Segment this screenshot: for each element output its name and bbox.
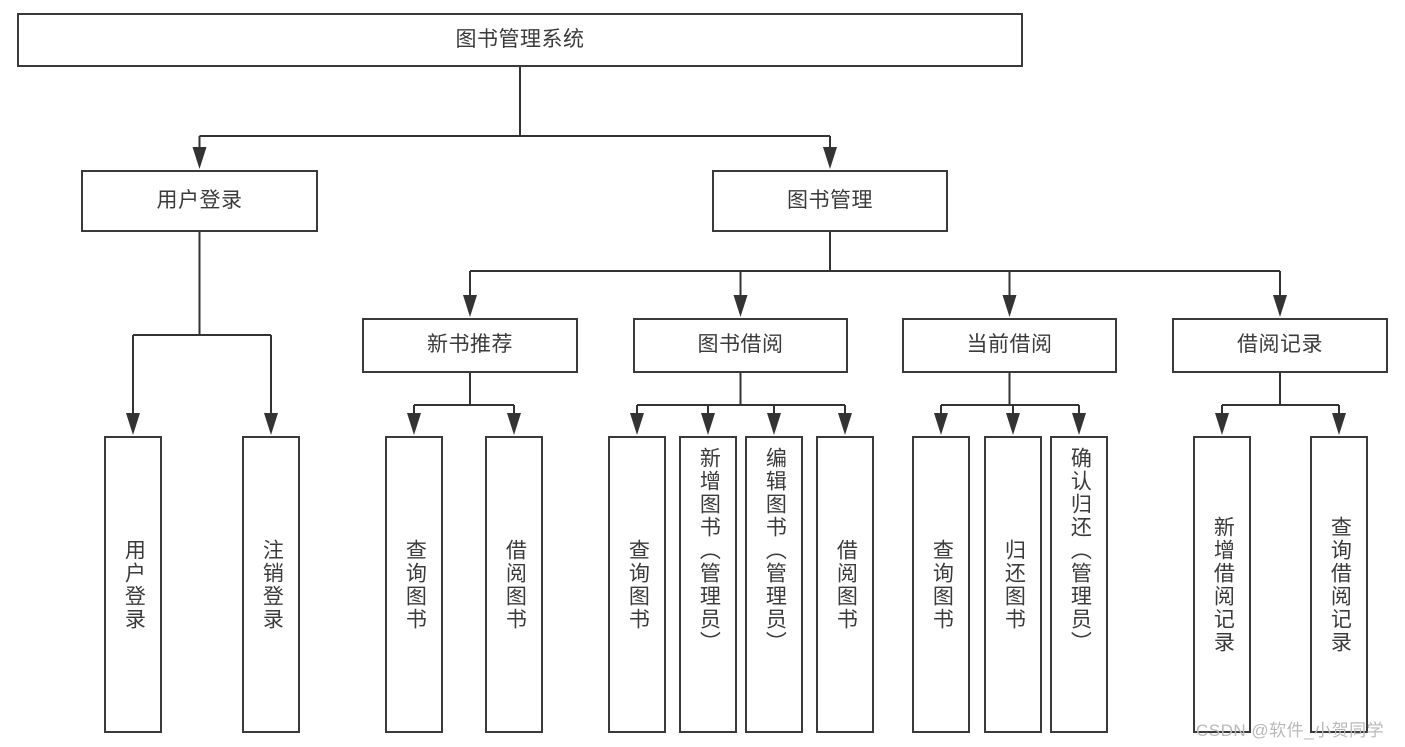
node-label: 借阅记录 bbox=[1237, 333, 1323, 357]
node-label: 注销登录 bbox=[260, 538, 284, 631]
node-book-borrow[interactable]: 图书借阅 bbox=[633, 318, 848, 373]
node-borrow-record[interactable]: 借阅记录 bbox=[1172, 318, 1388, 373]
arrowhead-icon bbox=[701, 413, 715, 435]
node-label: 图书管理 bbox=[787, 188, 873, 212]
node-label: 用户登录 bbox=[122, 538, 146, 631]
node-label: 查询图书 bbox=[403, 538, 427, 631]
node-label: 归还图书 bbox=[1002, 538, 1026, 631]
node-label: 当前借阅 bbox=[966, 333, 1053, 357]
node-label: 图书管理系统 bbox=[455, 27, 585, 51]
node-new-book-rec[interactable]: 新书推荐 bbox=[362, 318, 578, 373]
node-root[interactable]: 图书管理系统 bbox=[17, 13, 1023, 67]
node-leaf-query-book-2[interactable]: 查询图书 bbox=[608, 436, 666, 733]
node-label: 新增图书（管理员） bbox=[697, 447, 721, 654]
node-leaf-add-book[interactable]: 新增图书（管理员） bbox=[679, 436, 737, 733]
node-label: 查询借阅记录 bbox=[1328, 515, 1352, 654]
arrowhead-icon bbox=[767, 413, 781, 435]
node-label: 用户登录 bbox=[156, 188, 243, 212]
node-leaf-query-book-3[interactable]: 查询图书 bbox=[912, 436, 970, 733]
arrowhead-icon bbox=[463, 295, 477, 317]
node-leaf-confirm-return[interactable]: 确认归还（管理员） bbox=[1050, 436, 1108, 733]
node-leaf-add-record[interactable]: 新增借阅记录 bbox=[1193, 436, 1251, 733]
node-book-manage[interactable]: 图书管理 bbox=[712, 170, 948, 232]
csdn-watermark: CSDN @软件_小贺同学 bbox=[1196, 721, 1385, 740]
node-leaf-query-book-1[interactable]: 查询图书 bbox=[385, 436, 443, 733]
node-leaf-borrow-book-1[interactable]: 借阅图书 bbox=[485, 436, 543, 733]
node-label: 查询图书 bbox=[626, 538, 650, 631]
arrowhead-icon bbox=[733, 295, 748, 317]
arrowhead-icon bbox=[192, 147, 207, 169]
node-leaf-edit-book[interactable]: 编辑图书（管理员） bbox=[745, 436, 803, 733]
node-leaf-user-login[interactable]: 用户登录 bbox=[104, 436, 162, 733]
arrowhead-icon bbox=[630, 413, 644, 435]
arrowhead-icon bbox=[507, 413, 521, 435]
node-leaf-borrow-book-2[interactable]: 借阅图书 bbox=[816, 436, 874, 733]
node-label: 新增借阅记录 bbox=[1211, 515, 1235, 654]
node-label: 新书推荐 bbox=[427, 333, 513, 357]
arrowhead-icon bbox=[1006, 413, 1020, 435]
arrowhead-icon bbox=[1273, 295, 1287, 317]
node-label: 确认归还（管理员） bbox=[1068, 447, 1092, 654]
arrowhead-icon bbox=[823, 147, 837, 169]
node-user-login[interactable]: 用户登录 bbox=[81, 170, 318, 232]
arrowhead-icon bbox=[1215, 413, 1229, 435]
node-leaf-query-record[interactable]: 查询借阅记录 bbox=[1310, 436, 1368, 733]
arrowhead-icon bbox=[934, 413, 948, 435]
arrowhead-icon bbox=[1332, 413, 1346, 435]
arrowhead-icon bbox=[126, 413, 140, 435]
arrowhead-icon bbox=[1002, 295, 1017, 317]
arrowhead-icon bbox=[264, 413, 278, 435]
node-label: 图书借阅 bbox=[697, 333, 784, 357]
node-leaf-return-book[interactable]: 归还图书 bbox=[984, 436, 1042, 733]
node-label: 编辑图书（管理员） bbox=[763, 447, 787, 654]
node-current-borrow[interactable]: 当前借阅 bbox=[902, 318, 1117, 373]
node-leaf-logout[interactable]: 注销登录 bbox=[242, 436, 300, 733]
node-label: 查询图书 bbox=[930, 538, 954, 631]
arrowhead-icon bbox=[838, 413, 852, 435]
node-label: 借阅图书 bbox=[503, 538, 527, 631]
arrowhead-icon bbox=[1072, 413, 1086, 435]
arrowhead-icon bbox=[407, 413, 421, 435]
node-label: 借阅图书 bbox=[834, 538, 858, 631]
